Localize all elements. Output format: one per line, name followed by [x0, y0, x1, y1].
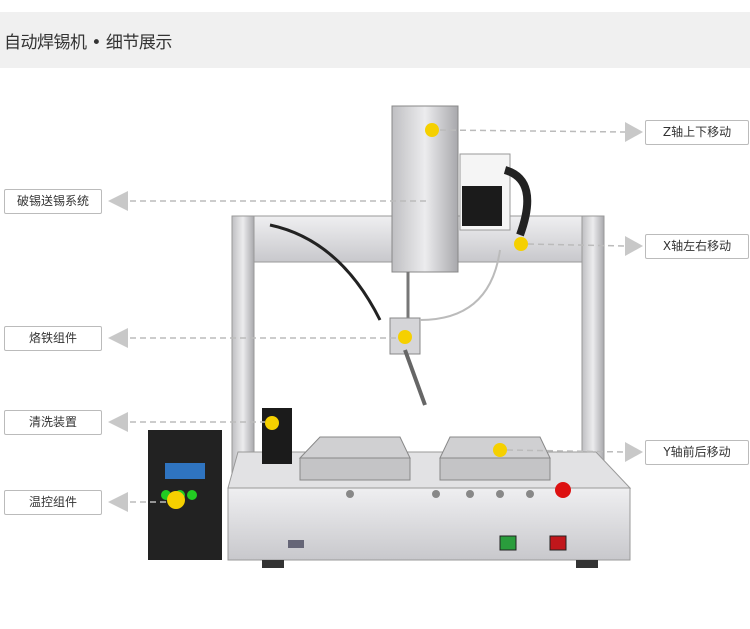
work-tables [298, 436, 551, 481]
label-temperature-control: 温控组件 [4, 490, 102, 515]
header-bar: 自动焊锡机 • 细节展示 [0, 12, 750, 68]
temperature-controller [148, 430, 222, 560]
label-y-axis: Y轴前后移动 [645, 440, 749, 465]
label-z-axis: Z轴上下移动 [645, 120, 749, 145]
markers [167, 123, 528, 509]
label-cleaning-device: 清洗装置 [4, 410, 102, 435]
z-axis-head [269, 105, 532, 406]
label-tin-feeding-system: 破锡送锡系统 [4, 189, 102, 214]
machine-base [227, 451, 632, 568]
label-x-axis: X轴左右移动 [645, 234, 749, 259]
label-soldering-iron-assembly: 烙铁组件 [4, 326, 102, 351]
arrow-heads [108, 122, 643, 512]
page-title: 自动焊锡机 • 细节展示 [4, 33, 172, 53]
callout-lines [130, 129, 626, 503]
cleaning-device [262, 408, 292, 464]
